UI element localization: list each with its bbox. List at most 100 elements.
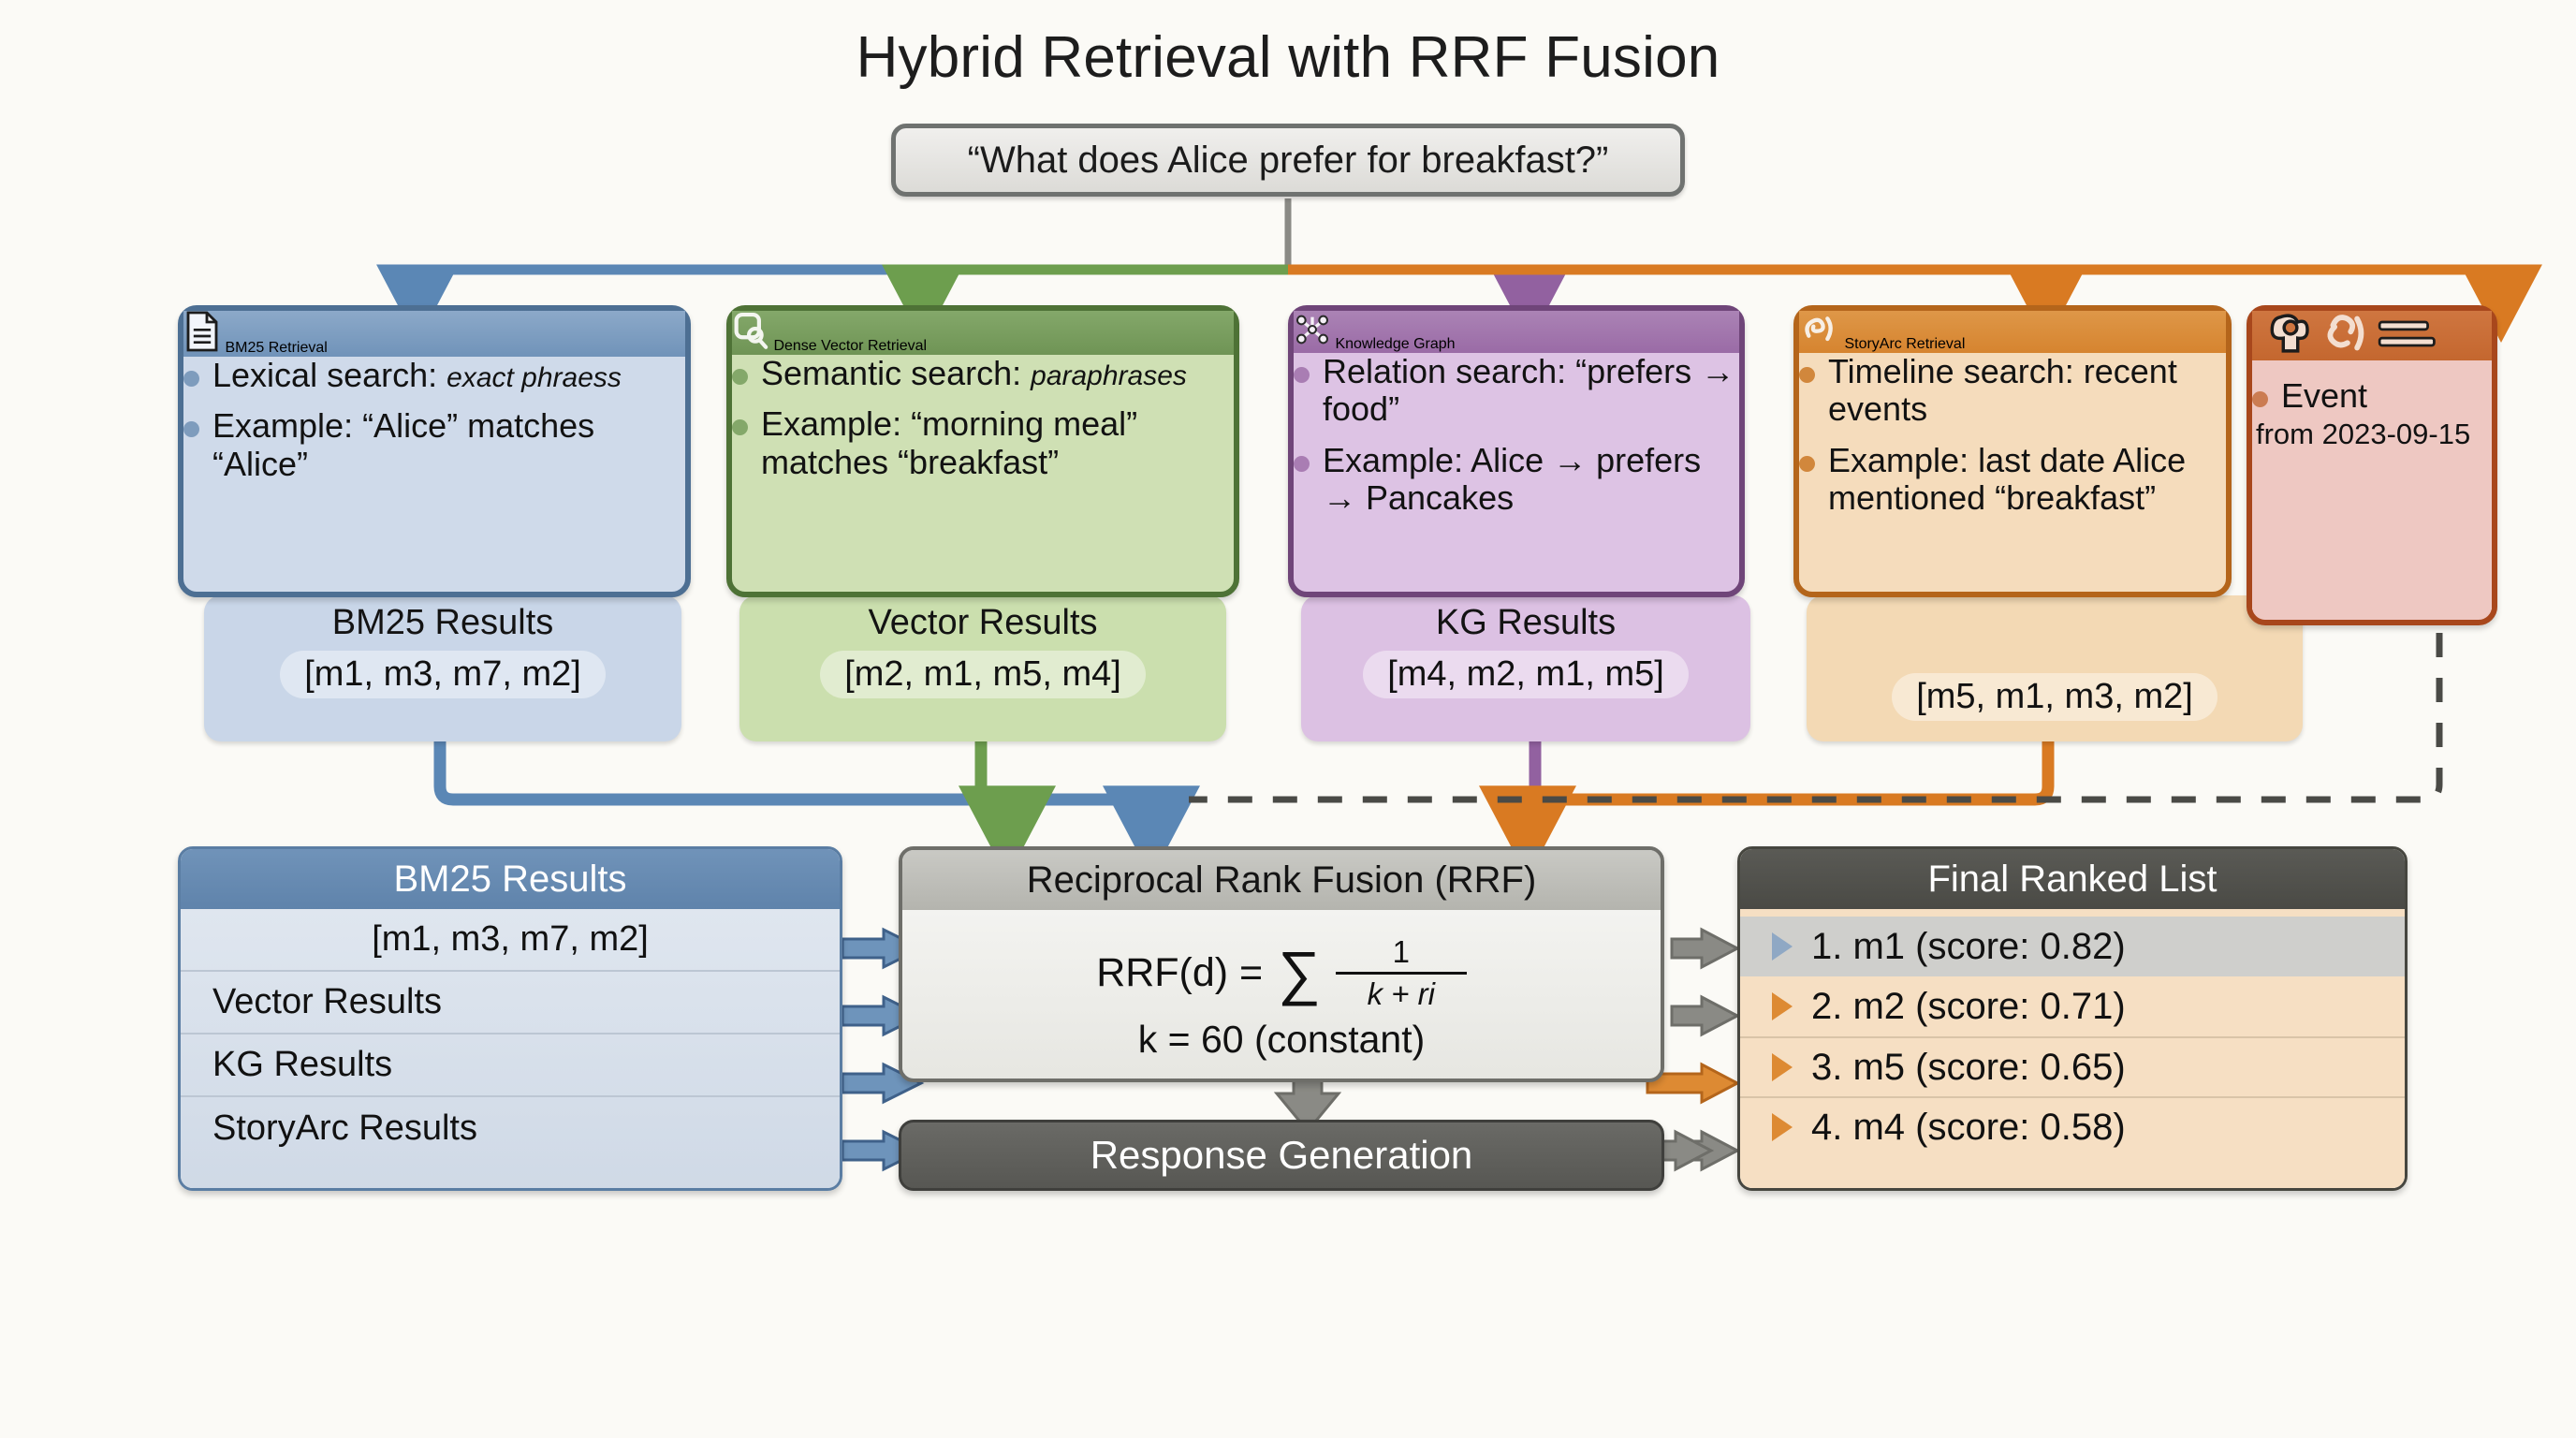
query-box: “What does Alice prefer for breakfast?”	[891, 124, 1685, 197]
results-plate-kg: KG Results [m4, m2, m1, m5]	[1301, 595, 1750, 741]
card-body: Timeline search: recent events Example: …	[1799, 352, 2226, 574]
list-item[interactable]: [m1, m3, m7, m2]	[181, 909, 840, 972]
list-item[interactable]: 4. m4 (score: 0.58)	[1740, 1096, 2405, 1156]
bullet-dot	[183, 371, 199, 387]
rank-rows: 1. m1 (score: 0.82) 2. m2 (score: 0.71) …	[1740, 909, 2405, 1188]
bullet-dot	[1294, 455, 1310, 472]
bullet-item: Example: “morning meal” matches “breakfa…	[732, 405, 1234, 481]
triangle-marker-icon	[1772, 932, 1793, 961]
bullet-text: Semantic search:	[761, 354, 1022, 392]
panel-title: Final Ranked List	[1740, 849, 2405, 909]
bullet-item: Example: Alice → prefers → Pancakes	[1294, 440, 1739, 518]
bullet-text: Lexical search:	[212, 356, 438, 394]
fraction-numerator: 1	[1392, 934, 1410, 969]
bullet-dot	[732, 419, 748, 436]
bullet-emphasis: exact phraess	[446, 362, 622, 393]
triangle-marker-icon	[1772, 992, 1793, 1020]
rank-text: 4. m4 (score: 0.58)	[1811, 1106, 2126, 1148]
list-item[interactable]: KG Results	[181, 1034, 840, 1097]
card-body: Relation search: “prefers → food” Exampl…	[1294, 352, 1739, 574]
response-generation-bar[interactable]: Response Generation	[899, 1120, 1664, 1191]
list-item[interactable]: StoryArc Results	[212, 1108, 477, 1148]
results-label: KG Results	[1435, 603, 1617, 642]
bullet-item: Example: “Alice” matches “Alice”	[183, 407, 685, 483]
card-header: Knowledge Graph	[1294, 311, 1739, 353]
rrf-body: RRF(d) = ∑ 1 k + ri k = 60 (constant)	[902, 910, 1661, 1078]
bullet-item: Relation search: “prefers → food”	[1294, 352, 1739, 429]
rank-text: 2. m2 (score: 0.71)	[1811, 985, 2126, 1027]
results-plate-vector: Vector Results [m2, m1, m5, m4]	[739, 595, 1226, 741]
results-value: [m2, m1, m5, m4]	[820, 651, 1146, 698]
results-value: [m5, m1, m3, m2]	[1892, 673, 2217, 721]
results-value: [m1, m3, m7, m2]	[280, 651, 606, 698]
bullet-item: Lexical search: exact phraess	[183, 356, 685, 394]
panel-title: Reciprocal Rank Fusion (RRF)	[902, 850, 1661, 910]
results-plate-storyarc: [m5, m1, m3, m2]	[1807, 595, 2303, 741]
card-header: BM25 Retrieval	[183, 311, 685, 357]
card-subtitle: Retrieval	[1906, 336, 1966, 352]
results-value: [m4, m2, m1, m5]	[1363, 651, 1689, 698]
card-header: Dense Vector Retrieval	[732, 311, 1234, 355]
bullet-text: from 2023-09-15	[2256, 418, 2471, 451]
list-item[interactable]: 3. m5 (score: 0.65)	[1740, 1036, 2405, 1096]
bullet-text: Event	[2281, 376, 2368, 415]
retriever-card-knowledge-graph[interactable]: Knowledge Graph Relation search: “prefer…	[1288, 305, 1745, 597]
glyphs-icon	[2263, 314, 2441, 360]
bullet-text: Example: last date Alice mentioned “brea…	[1828, 440, 2187, 517]
formula-lhs: RRF(d) =	[1096, 950, 1264, 995]
bullet-item: Timeline search: recent events	[1799, 352, 2226, 429]
retriever-card-bm25[interactable]: BM25 Retrieval Lexical search: exact phr…	[178, 305, 691, 597]
results-label: Vector Results	[868, 603, 1098, 642]
rrf-formula: RRF(d) = ∑ 1 k + ri	[1096, 934, 1467, 1012]
page-title: Hybrid Retrieval with RRF Fusion	[856, 25, 1720, 90]
bullet-item: Event	[2252, 376, 2492, 415]
bullet-dot	[1294, 367, 1310, 383]
list-item[interactable]: 1. m1 (score: 0.82)	[1740, 917, 2405, 976]
rank-text: 3. m5 (score: 0.65)	[1811, 1046, 2126, 1088]
magnifier-icon	[732, 312, 773, 354]
bullet-text: Example: Alice → prefers → Pancakes	[1323, 440, 1702, 517]
sources-list: [m1, m3, m7, m2] Vector Results KG Resul…	[181, 909, 840, 1188]
triangle-marker-icon	[1772, 1113, 1793, 1141]
rrf-constant: k = 60 (constant)	[1137, 1018, 1426, 1061]
results-label: BM25 Results	[331, 603, 554, 642]
list-item[interactable]: Vector Results	[181, 972, 840, 1034]
fraction-bar	[1335, 972, 1467, 975]
bullet-dot	[1799, 367, 1815, 383]
results-plate-bm25: BM25 Results [m1, m3, m7, m2]	[204, 595, 681, 741]
bullet-dot	[183, 421, 199, 438]
card-title: BM25 Retrieval	[225, 340, 328, 356]
bullet-text: Timeline search: recent events	[1828, 352, 2177, 429]
card-title: Dense Vector Retrieval	[773, 338, 928, 354]
card-title: StoryArc	[1844, 336, 1902, 352]
bullet-item: Semantic search: paraphrases	[732, 354, 1234, 392]
card-body: Lexical search: exact phraess Example: “…	[183, 356, 685, 578]
graph-nodes-icon	[1294, 315, 1335, 352]
retriever-card-dense-vector[interactable]: Dense Vector Retrieval Semantic search: …	[726, 305, 1239, 597]
bullet-dot	[2252, 391, 2268, 407]
card-title: Knowledge Graph	[1335, 336, 1456, 352]
retriever-card-storyarc[interactable]: StoryArc Retrieval Timeline search: rece…	[1793, 305, 2232, 597]
final-ranked-list-panel: Final Ranked List 1. m1 (score: 0.82) 2.…	[1737, 846, 2408, 1191]
sigma-symbol: ∑	[1278, 938, 1321, 1006]
card-body: Semantic search: paraphrases Example: “m…	[732, 354, 1234, 576]
retriever-card-event[interactable]: Event from 2023-09-15	[2247, 305, 2497, 625]
bullet-text: Example: “Alice” matches “Alice”	[212, 406, 595, 483]
triangle-marker-icon	[1772, 1053, 1793, 1081]
rank-text: 1. m1 (score: 0.82)	[1811, 925, 2126, 967]
list-item[interactable]: 2. m2 (score: 0.71)	[1740, 976, 2405, 1036]
sources-panel: BM25 Results [m1, m3, m7, m2] Vector Res…	[178, 846, 842, 1191]
panel-title: BM25 Results	[181, 849, 840, 909]
card-header	[2252, 311, 2492, 360]
card-body: Event from 2023-09-15	[2252, 360, 2492, 609]
fraction-denominator: k + ri	[1367, 976, 1436, 1011]
rrf-panel: Reciprocal Rank Fusion (RRF) RRF(d) = ∑ …	[899, 846, 1664, 1082]
bullet-dot	[732, 369, 748, 385]
document-icon	[183, 311, 225, 356]
bullet-item: Example: last date Alice mentioned “brea…	[1799, 440, 2226, 518]
timeline-swirl-icon	[1799, 316, 1844, 352]
card-header: StoryArc Retrieval	[1799, 311, 2226, 353]
fraction: 1 k + ri	[1335, 934, 1467, 1012]
bullet-emphasis: paraphrases	[1031, 360, 1187, 391]
